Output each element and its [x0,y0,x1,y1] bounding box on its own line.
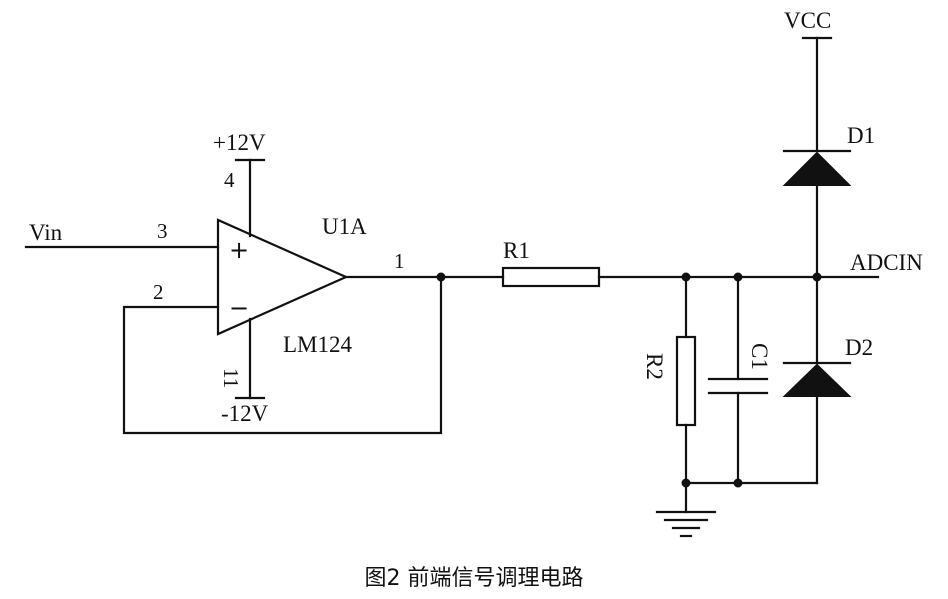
r1-resistor [501,266,601,288]
c1-label: C1 [747,343,772,370]
vin-label: Vin [29,220,63,245]
pin-out: 1 [394,249,405,273]
plus-sign: + [229,236,249,264]
r2-junction [681,272,691,282]
r2-label: R2 [642,353,667,380]
ground-symbol [655,510,717,538]
r1-label: R1 [503,238,530,263]
pos-supply-label: +12V [213,130,266,155]
d1-label: D1 [847,123,875,148]
output-junction [436,272,446,282]
neg-supply-label: -12V [221,401,269,426]
vcc-label: VCC [784,8,831,33]
feedback-wire [122,275,443,435]
figure-caption: 图2 前端信号调理电路 [365,566,584,591]
pin-vpos: 4 [224,168,235,192]
opamp-ref-label: U1A [322,214,367,239]
r2-resistor [675,335,697,427]
pin-in-minus: 2 [153,280,164,304]
minus-sign: − [229,294,249,322]
ground-junction-left [681,478,691,488]
opamp-part-label: LM124 [283,332,353,357]
d2-diode [782,363,852,397]
adcin-label: ADCIN [850,250,923,275]
pin-vneg: 11 [219,368,243,388]
c1-junction [733,272,743,282]
d1-diode [782,151,852,186]
d2-label: D2 [845,335,873,360]
opamp-triangle [216,218,349,336]
pin-in-plus: 3 [157,219,168,243]
adcin-junction [812,272,822,282]
ground-junction-mid [733,478,743,488]
